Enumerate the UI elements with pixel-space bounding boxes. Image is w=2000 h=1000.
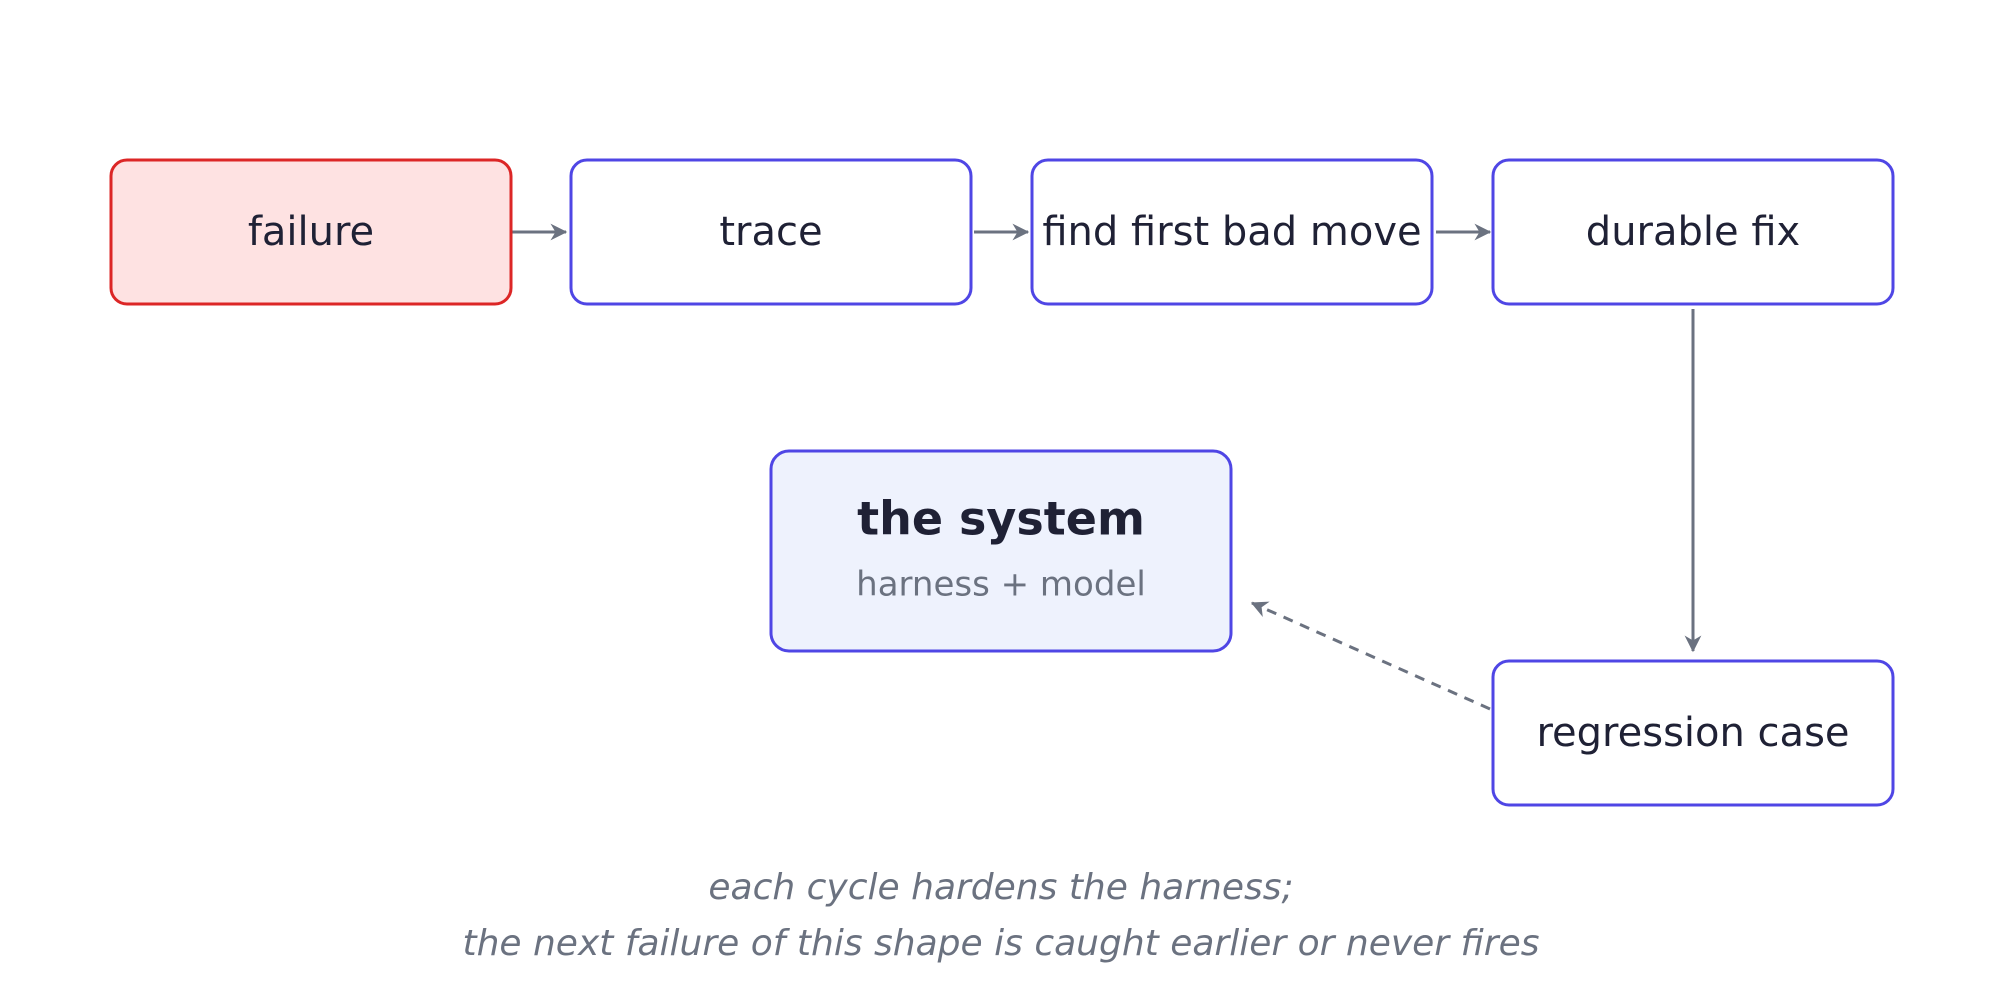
node-failure: failure [109,158,513,306]
node-find-first-bad-move: find first bad move [1030,158,1434,306]
node-regression-case: regression case [1491,659,1895,807]
node-find-first-bad-move-box [1030,158,1434,306]
node-the-system: the system harness + model [769,449,1233,653]
node-failure-box [109,158,513,306]
node-trace: trace [569,158,973,306]
node-durable-fix-label: durable fix [1586,209,1800,255]
node-durable-fix: durable fix [1491,158,1895,306]
node-regression-case-label: regression case [1536,710,1849,756]
node-durable-fix-box [1491,158,1895,306]
node-the-system-title: the system [857,492,1145,546]
node-the-system-box [769,449,1233,653]
edge-regression-case-to-the-system [1250,601,1491,711]
node-find-first-bad-move-label: find first bad move [1042,209,1421,255]
node-regression-case-box [1491,659,1895,807]
caption: each cycle hardens the harness; the next… [462,867,1539,964]
caption-line-1: each cycle hardens the harness; [708,867,1293,908]
node-the-system-subtitle: harness + model [856,565,1146,605]
node-trace-box [569,158,973,306]
edges [512,223,1702,711]
node-trace-label: trace [719,209,822,255]
node-failure-label: failure [248,209,374,255]
caption-line-2: the next failure of this shape is caught… [462,923,1539,964]
